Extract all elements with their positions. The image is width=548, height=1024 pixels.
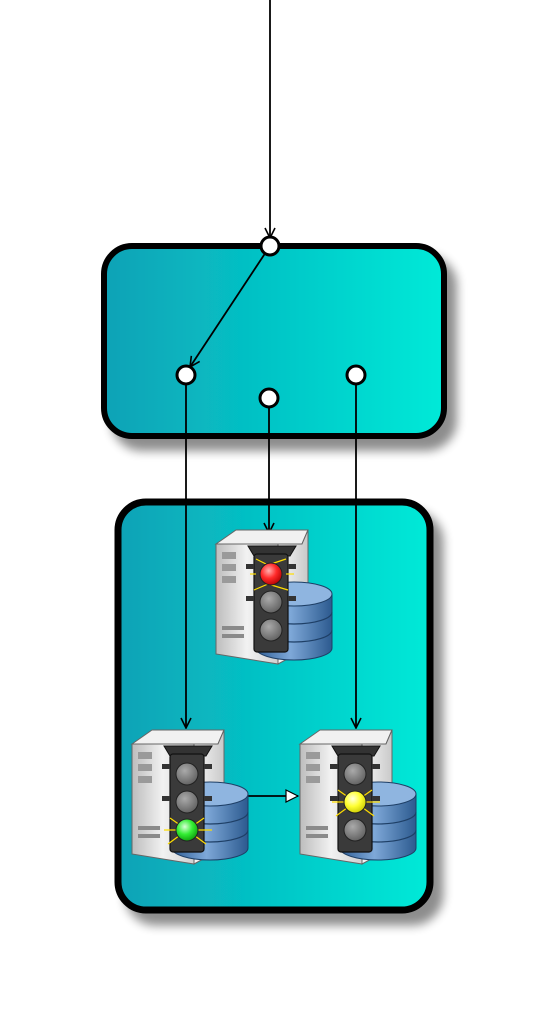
server-bottom-right[interactable] xyxy=(299,729,417,865)
server-top[interactable] xyxy=(215,529,333,665)
edges xyxy=(186,0,356,796)
port-left-output[interactable] xyxy=(175,364,197,386)
traffic-light-green-icon xyxy=(164,762,212,845)
port-middle-output[interactable] xyxy=(258,387,280,409)
traffic-light-yellow-icon xyxy=(332,762,380,842)
ports xyxy=(175,235,367,409)
switch-box[interactable] xyxy=(101,243,447,439)
port-right-output[interactable] xyxy=(345,364,367,386)
port-top-input[interactable] xyxy=(259,235,281,257)
server-bottom-left[interactable] xyxy=(131,729,249,865)
traffic-light-red-icon xyxy=(250,558,294,642)
edge-switch-internal[interactable] xyxy=(190,251,267,367)
